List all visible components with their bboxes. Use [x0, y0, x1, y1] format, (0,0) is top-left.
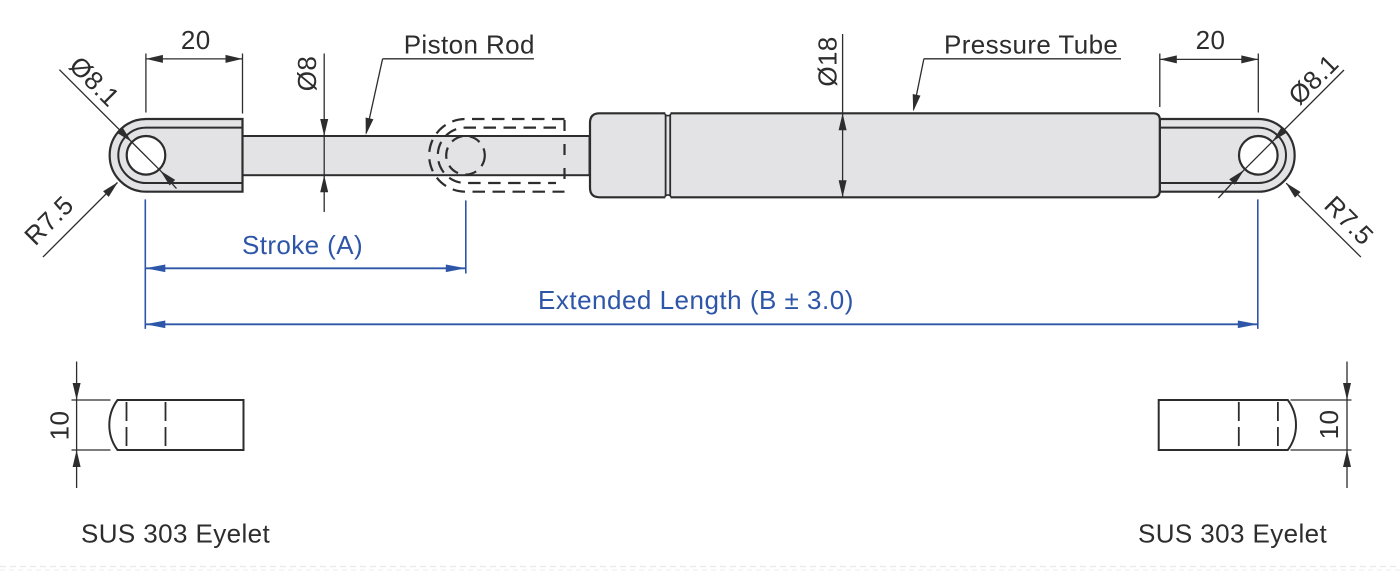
- svg-text:Piston Rod: Piston Rod: [404, 30, 535, 60]
- svg-text:Ø8.1: Ø8.1: [64, 50, 126, 112]
- svg-text:Stroke (A): Stroke (A): [242, 230, 363, 260]
- svg-text:R7.5: R7.5: [1319, 190, 1380, 251]
- svg-text:Ø8: Ø8: [292, 56, 322, 91]
- svg-text:Extended Length (B ± 3.0): Extended Length (B ± 3.0): [538, 285, 854, 315]
- svg-text:10: 10: [1314, 410, 1344, 440]
- svg-text:Ø18: Ø18: [812, 36, 842, 86]
- svg-text:20: 20: [181, 25, 211, 55]
- svg-text:Pressure Tube: Pressure Tube: [944, 30, 1118, 60]
- svg-text:SUS 303 Eyelet: SUS 303 Eyelet: [1138, 518, 1328, 548]
- svg-text:R7.5: R7.5: [18, 190, 79, 251]
- svg-text:10: 10: [45, 411, 75, 441]
- svg-text:SUS 303 Eyelet: SUS 303 Eyelet: [81, 518, 271, 548]
- svg-text:20: 20: [1196, 25, 1226, 55]
